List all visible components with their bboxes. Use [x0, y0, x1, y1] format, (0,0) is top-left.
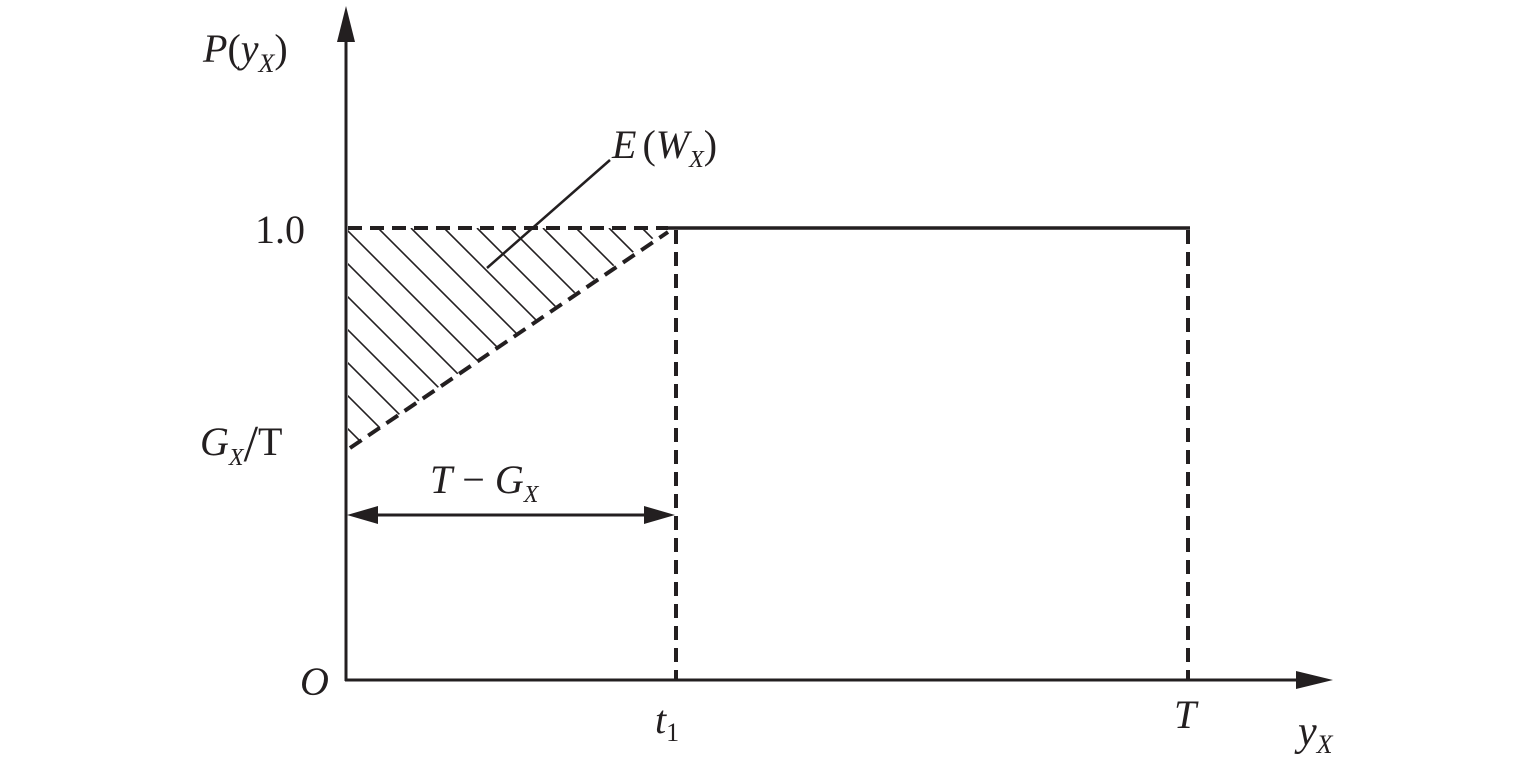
x-axis-arrow: [1296, 671, 1333, 689]
interval-arrow-right-head: [644, 506, 675, 524]
area-label: E(WX): [611, 122, 717, 173]
x-tick-t1: t1: [655, 697, 679, 747]
y-tick-gx-over-t: GX/T: [200, 416, 282, 473]
interval-label: T − GX: [430, 457, 540, 508]
hatch-line: [348, 228, 349, 450]
hatch-line: [675, 228, 975, 528]
hatch-line: [348, 228, 382, 450]
y-axis-label: P(yX): [202, 26, 288, 78]
x-axis-label: yX: [1294, 709, 1334, 758]
hatch-line: [348, 228, 448, 450]
area-leader-line: [486, 159, 611, 269]
origin-label: O: [300, 659, 329, 704]
y-axis-arrow: [337, 6, 355, 42]
hatch-line: [509, 228, 668, 450]
hatch-line: [348, 228, 514, 450]
hatch-line: [348, 228, 580, 450]
hatch-line: [575, 228, 668, 450]
hatch-line: [608, 228, 668, 450]
hatch-line: [542, 228, 668, 450]
hatch-line: [348, 228, 547, 450]
hatch-line: [641, 228, 668, 450]
interval-arrow-left-head: [347, 506, 378, 524]
hatch-line: [348, 228, 415, 450]
y-tick-one: 1.0: [255, 207, 305, 252]
x-tick-T: T: [1174, 692, 1199, 737]
dashed-ramp-line: [348, 230, 670, 450]
